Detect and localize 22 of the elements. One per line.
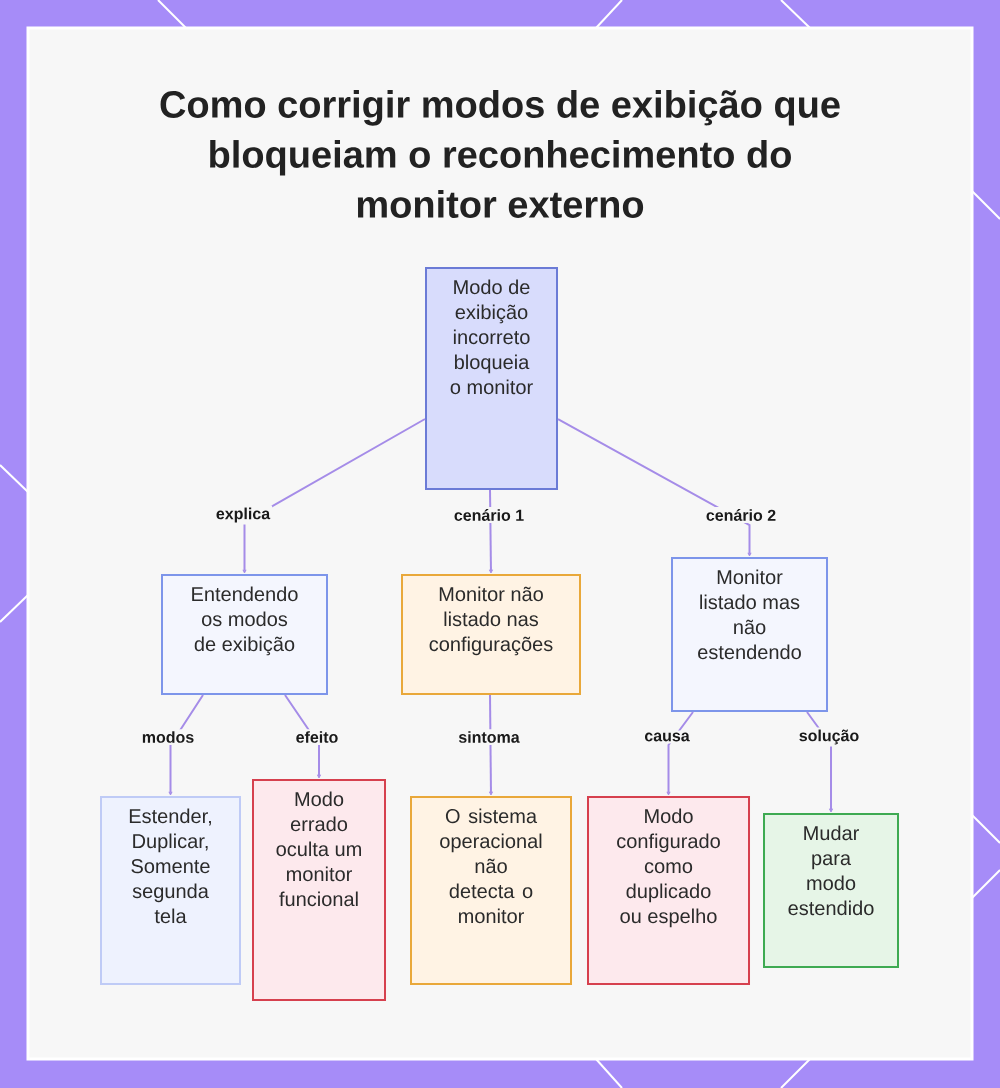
process-box: Estender, Duplicar, Somente segunda tela xyxy=(100,796,241,985)
process-box: Monitor listado mas não estendendo xyxy=(671,557,828,712)
edge-label: efeito xyxy=(293,729,341,745)
arrow xyxy=(488,489,493,574)
process-box: O sistema operacional não detecta o monitor xyxy=(410,796,572,985)
arrow xyxy=(284,694,321,779)
arrow xyxy=(242,418,426,574)
arrow xyxy=(666,711,694,796)
edge-label: sintoma xyxy=(456,729,522,745)
process-box: Monitor não listado nas configurações xyxy=(401,574,581,695)
edge-label: modos xyxy=(139,729,197,745)
process-box: Mudar para modo estendido xyxy=(763,813,899,968)
edge-label: cenário 2 xyxy=(703,507,779,523)
arrow xyxy=(557,418,752,557)
title: Como corrigir modos de exibição que bloqueiam o reconhecimento do monitor externo xyxy=(160,90,840,218)
process-box: Modo de exibição incorreto bloqueia o monitor xyxy=(425,267,558,490)
edge-label: cenário 1 xyxy=(451,507,527,523)
process-box: Modo errado oculta um monitor funcional xyxy=(252,779,386,1001)
arrow xyxy=(168,694,204,796)
process-box: Modo configurado como duplicado ou espelho xyxy=(587,796,750,985)
process-box: Entendendo os modos de exibição xyxy=(161,574,328,695)
arrow xyxy=(488,694,493,796)
